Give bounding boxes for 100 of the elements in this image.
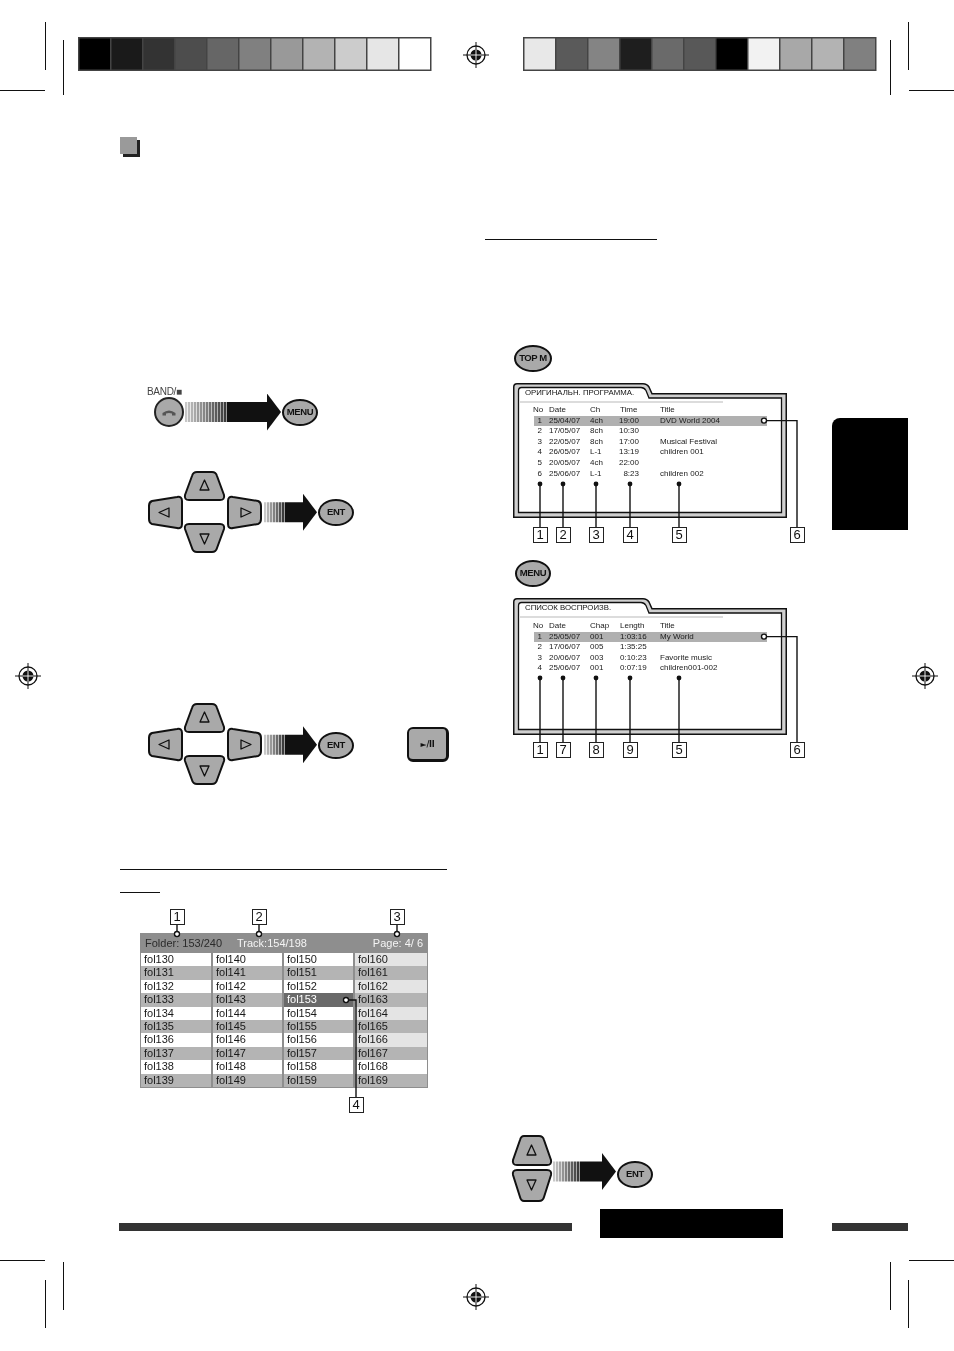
callout-number: 3 <box>588 527 604 543</box>
folder-entry: fol168 <box>355 1060 427 1074</box>
date-value: 22/05/07 <box>549 436 581 447</box>
callout-number: 7 <box>555 742 571 758</box>
top-menu-button: TOP M <box>514 344 552 372</box>
callout-number: 2 <box>555 527 571 543</box>
column-heading: Time <box>620 405 638 415</box>
folder-entry: fol158 <box>284 1060 353 1074</box>
channel-value: L-1 <box>590 447 602 458</box>
date-value: 25/05/07 <box>549 631 581 642</box>
column-heading: Title <box>660 405 675 415</box>
folder-entry: fol146 <box>213 1033 282 1047</box>
title-value: My World <box>660 631 694 642</box>
time-value: 13:19 <box>618 447 639 458</box>
callout-number: 9 <box>622 742 638 758</box>
leader-line <box>537 675 543 743</box>
folder-entry: fol150 <box>284 953 353 967</box>
callout-number: 5 <box>671 742 687 758</box>
folder-entry: fol148 <box>213 1060 282 1074</box>
leader-line <box>537 481 543 528</box>
column-heading: Chap <box>590 621 610 631</box>
page-count: Page: 4/ 6 <box>372 936 423 950</box>
date-value: 17/05/07 <box>549 426 581 437</box>
title-value: children 002 <box>660 468 704 479</box>
title-value: Favorite music <box>660 652 712 663</box>
title-value: DVD World 2004 <box>660 415 720 426</box>
direction-pad-icon <box>148 703 263 786</box>
column-heading: Date <box>549 621 566 631</box>
direction-pad-icon <box>148 471 263 554</box>
column-heading: Ch <box>590 405 601 415</box>
leader-line <box>255 924 263 938</box>
row-number: 2 <box>537 426 542 437</box>
button-label: BAND/■ <box>147 386 182 397</box>
folder-entry: fol136 <box>141 1033 211 1047</box>
time-value: 22:00 <box>618 458 639 468</box>
leader-line <box>627 481 633 528</box>
row-number: 5 <box>537 458 542 468</box>
time-value: 17:00 <box>618 436 639 447</box>
callout-number: 4 <box>622 527 638 543</box>
menu-button: MENU <box>515 559 551 587</box>
column-heading: Date <box>549 405 566 415</box>
menu-button: MENU <box>282 398 318 426</box>
callout-number: 1 <box>532 527 548 543</box>
track-count: Track:154/198 <box>237 936 307 950</box>
enter-button: ENT <box>617 1160 653 1188</box>
row-number: 1 <box>537 415 542 426</box>
callout-number: 6 <box>789 742 805 758</box>
leader-line <box>393 924 401 938</box>
time-value: 19:00 <box>618 415 639 426</box>
column-heading: Title <box>660 621 675 631</box>
folder-entry: fol135 <box>141 1020 211 1034</box>
enter-button: ENT <box>318 498 354 526</box>
callout-number: 5 <box>671 527 687 543</box>
leader-line <box>676 481 682 528</box>
leader-line <box>676 675 682 743</box>
up-down-keys-icon <box>512 1135 552 1203</box>
folder-entry: fol145 <box>213 1020 282 1034</box>
date-value: 20/06/07 <box>549 652 581 663</box>
folder-entry: fol153 <box>284 993 353 1007</box>
enter-button: ENT <box>318 731 354 759</box>
leader-line <box>560 675 566 743</box>
column-heading: No <box>533 405 544 415</box>
chapter-value: 001 <box>590 663 604 674</box>
play-pause-button: ►/II <box>407 727 449 762</box>
title-value: children 001 <box>660 447 704 458</box>
folder-entry: fol163 <box>355 993 427 1007</box>
screen-panel <box>513 598 787 735</box>
folder-entry: fol165 <box>355 1020 427 1034</box>
screen-panel <box>513 383 787 518</box>
folder-entry: fol161 <box>355 966 427 980</box>
title-value: children001-002 <box>660 663 718 674</box>
folder-count: Folder: 153/240 <box>145 936 223 950</box>
row-number: 3 <box>537 436 542 447</box>
callout-number: 1 <box>169 909 185 925</box>
date-value: 20/05/07 <box>549 458 581 468</box>
callout-number: 1 <box>532 742 548 758</box>
folder-entry: fol160 <box>355 953 427 967</box>
date-value: 25/06/07 <box>549 468 581 479</box>
chapter-value: 001 <box>590 631 604 642</box>
length-value: 0:10:23 <box>620 652 647 663</box>
folder-entry: fol143 <box>213 993 282 1007</box>
arrow <box>553 1153 616 1190</box>
title-value: Musical Festival <box>660 436 717 447</box>
date-value: 25/04/07 <box>549 415 581 426</box>
leader-line <box>173 924 181 938</box>
folder-entry: fol151 <box>284 966 353 980</box>
folder-entry: fol166 <box>355 1033 427 1047</box>
leader-line <box>342 996 357 1098</box>
callout-number: 2 <box>251 909 267 925</box>
chapter-value: 003 <box>590 652 604 663</box>
row-number: 4 <box>537 663 542 674</box>
leader-line <box>760 417 798 528</box>
folder-entry: fol131 <box>141 966 211 980</box>
arrow <box>264 726 317 764</box>
leader-line <box>627 675 633 743</box>
arrow <box>264 493 317 531</box>
channel-value: 4ch <box>590 415 603 426</box>
leader-line <box>593 675 599 743</box>
length-value: 1:35:25 <box>620 642 647 653</box>
channel-value: 8ch <box>590 426 603 437</box>
